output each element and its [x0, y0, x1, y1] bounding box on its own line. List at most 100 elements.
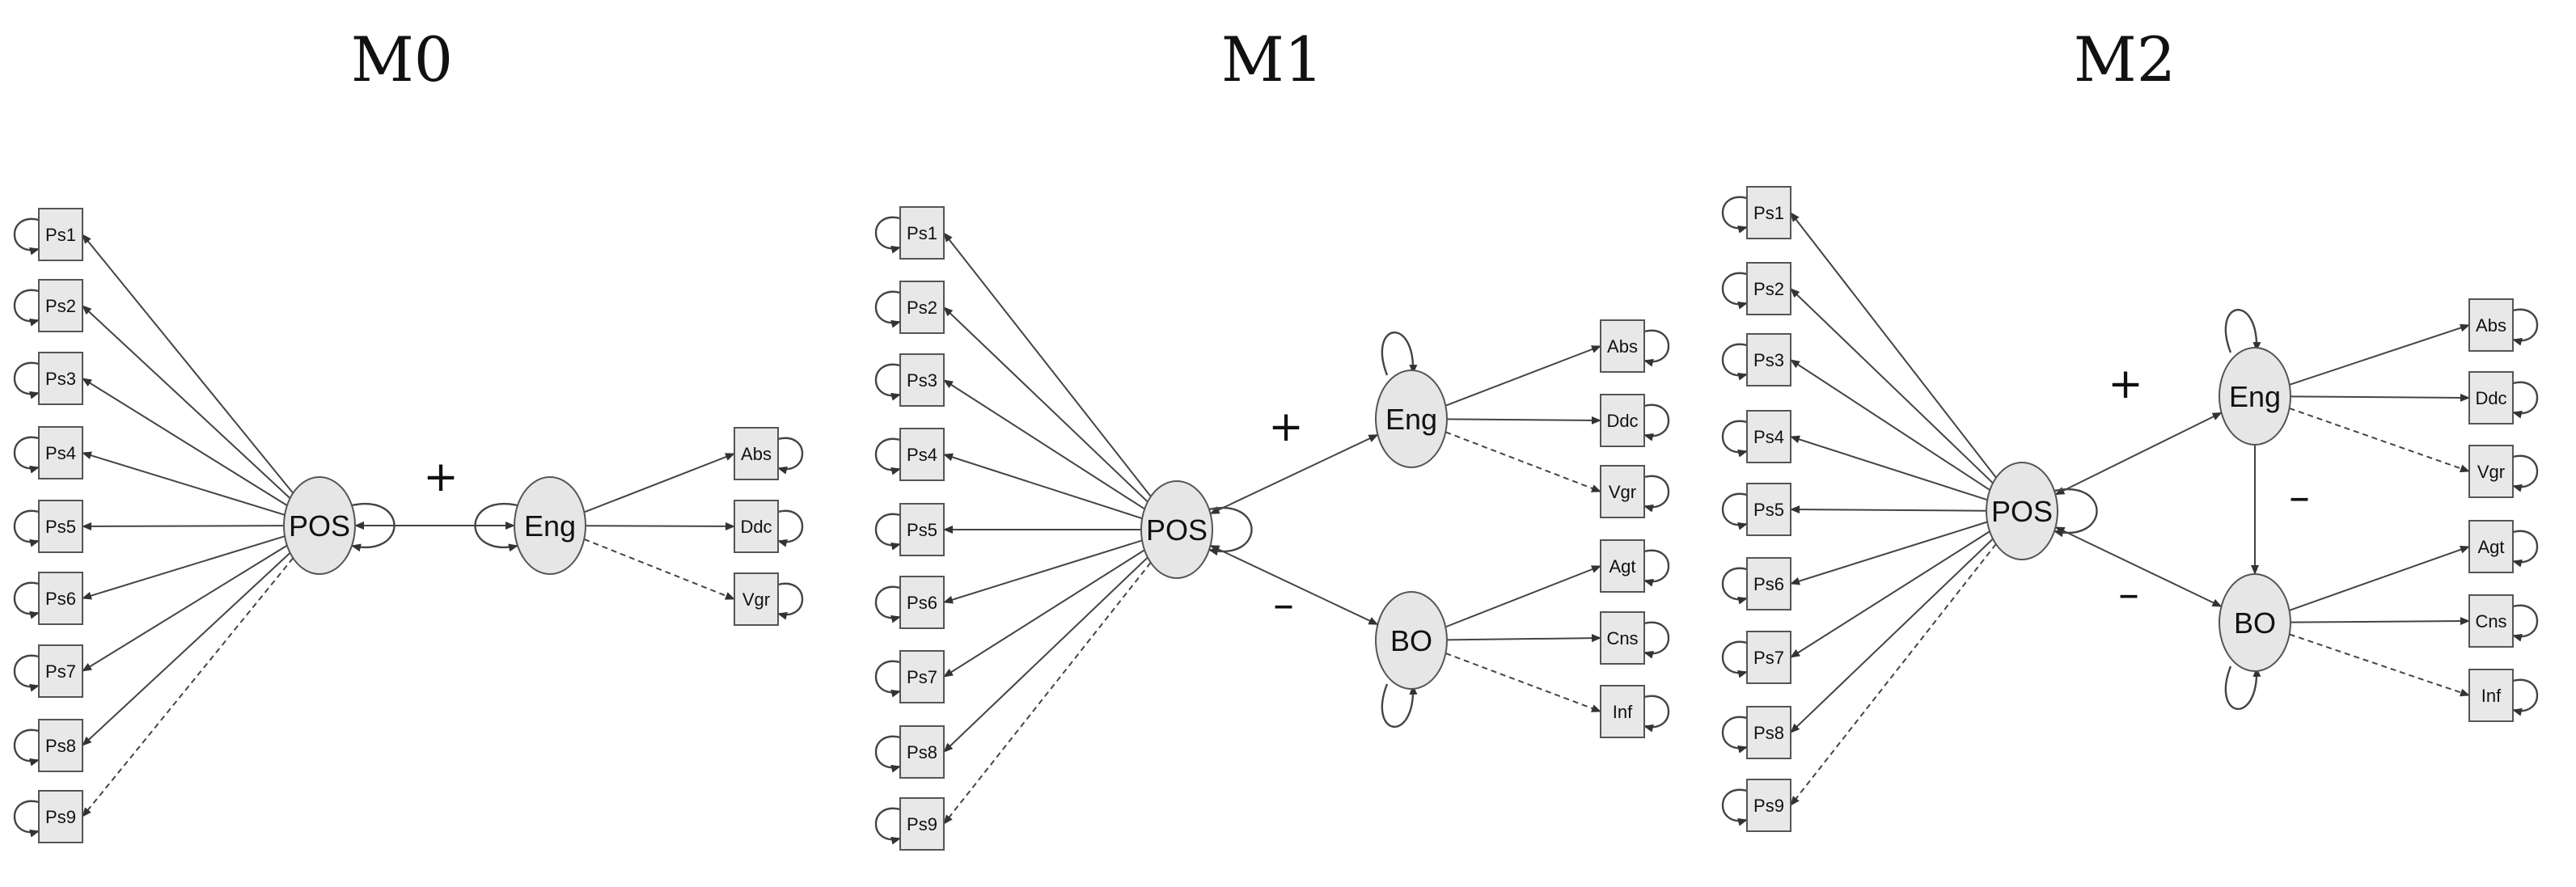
- loading-arrow: [943, 453, 1143, 520]
- indicator-box: [2468, 594, 2514, 648]
- indicator-label: Ps7: [907, 667, 937, 687]
- indicator-box: [899, 281, 945, 334]
- indicator-box: [899, 725, 945, 779]
- indicator-box: [2468, 520, 2514, 573]
- loading-arrow: [943, 306, 1148, 503]
- indicator-box: [734, 572, 779, 626]
- loading-arrow: [2290, 617, 2470, 626]
- indicator-box: [38, 790, 83, 843]
- residual-variance-loop: [1643, 475, 1670, 513]
- indicator-label: Ps9: [45, 807, 76, 827]
- path-sign-label: –: [2289, 473, 2310, 522]
- latent-variance-loop: [2054, 488, 2098, 538]
- residual-variance-loop: [874, 513, 901, 551]
- loading-arrow: [583, 453, 735, 513]
- residual-variance-loop: [1721, 640, 1748, 678]
- indicator-box: [1600, 465, 1645, 518]
- indicator-box: [1746, 706, 1791, 759]
- latent-ellipse: [1375, 370, 1448, 468]
- indicator-label: Ps8: [907, 742, 937, 762]
- indicator-label: Ps9: [1753, 796, 1784, 816]
- indicator-box: [38, 352, 83, 405]
- residual-variance-loop: [13, 218, 40, 256]
- latent-ellipse: [1375, 591, 1448, 690]
- loading-arrow: [1790, 212, 1997, 479]
- loading-arrow: [82, 552, 291, 746]
- residual-variance-loop: [1721, 196, 1748, 234]
- residual-variance-loop: [1643, 549, 1670, 587]
- indicator-box: [2468, 445, 2514, 498]
- residual-variance-loop: [13, 654, 40, 692]
- indicator-box: [899, 503, 945, 556]
- residual-variance-loop: [2512, 381, 2539, 419]
- indicator-label: Ps1: [45, 225, 76, 245]
- residual-variance-loop: [13, 436, 40, 474]
- residual-variance-loop: [13, 289, 40, 327]
- indicator-label: Ps3: [1753, 350, 1784, 370]
- indicator-label: Ps2: [907, 298, 937, 318]
- model-title-m0: M0: [351, 23, 453, 95]
- loading-arrow: [1446, 416, 1601, 424]
- path-arrows: [82, 212, 2470, 825]
- loading-arrow: [82, 544, 288, 672]
- latent-label: POS: [1146, 513, 1208, 547]
- indicator-label: Ps6: [45, 589, 76, 609]
- indicator-label: Agt: [1609, 556, 1635, 577]
- indicator-box: [1600, 685, 1645, 738]
- indicator-box: [734, 427, 779, 480]
- indicator-box: [1600, 319, 1645, 373]
- residual-variance-loop: [1643, 403, 1670, 441]
- residual-variance-loop: [2512, 454, 2539, 492]
- loading-arrow: [943, 562, 1152, 825]
- residual-variance-loop: [874, 585, 901, 623]
- residual-variance-loop: [1643, 621, 1670, 659]
- indicator-label: Ps3: [45, 369, 76, 389]
- residual-variance-loop: [874, 735, 901, 773]
- loading-arrow: [1445, 431, 1601, 492]
- residual-variance-loop: [874, 660, 901, 698]
- indicator-label: Ps1: [907, 223, 937, 243]
- residual-variance-loop: [1643, 329, 1670, 367]
- indicator-label: Ps1: [1753, 203, 1784, 223]
- indicator-label: Ps5: [45, 517, 76, 537]
- indicator-box: [1746, 557, 1791, 610]
- residual-variance-loop: [1721, 567, 1748, 605]
- loading-arrow: [1790, 505, 1987, 514]
- residual-variance-loop: [1721, 716, 1748, 754]
- residual-variance-loop: [2512, 678, 2539, 716]
- indicator-box: [899, 428, 945, 481]
- loading-arrow: [943, 556, 1148, 753]
- loading-arrow: [943, 539, 1143, 604]
- residual-variance-loop: [13, 581, 40, 619]
- indicator-label: Ddc: [1606, 411, 1638, 431]
- indicator-label: Ps2: [1753, 279, 1784, 299]
- latent-label: Eng: [524, 509, 576, 543]
- loading-arrow: [2289, 323, 2470, 386]
- latent-variance-loop: [351, 503, 395, 552]
- loading-arrow: [1445, 345, 1601, 407]
- latent-label: Eng: [1385, 403, 1437, 436]
- latent-ellipse: [1986, 462, 2058, 560]
- latent-variance-loop: [1208, 507, 1253, 556]
- latent-label: Eng: [2229, 380, 2281, 413]
- loading-arrow: [1790, 543, 1997, 806]
- indicator-label: Ps4: [45, 443, 76, 463]
- structural-path-arrow: [1210, 433, 1379, 515]
- model-title-m2: M2: [2074, 23, 2176, 95]
- indicator-label: Ps5: [1753, 500, 1784, 520]
- loading-arrow: [1790, 521, 1988, 585]
- structural-path-arrow: [2054, 412, 2223, 496]
- indicator-label: Ddc: [2475, 388, 2506, 408]
- loading-arrow: [583, 538, 735, 600]
- loading-arrow: [82, 234, 294, 494]
- loading-arrow: [2289, 545, 2470, 611]
- latent-ellipse: [283, 476, 356, 575]
- loading-arrow: [1790, 435, 1988, 501]
- residual-variance-loop: [13, 729, 40, 767]
- indicator-label: Ps5: [907, 520, 937, 540]
- indicator-label: Agt: [2477, 537, 2504, 557]
- loading-arrow: [943, 549, 1145, 678]
- indicator-box: [38, 208, 83, 261]
- path-sign-labels: ++–+––: [423, 360, 2310, 629]
